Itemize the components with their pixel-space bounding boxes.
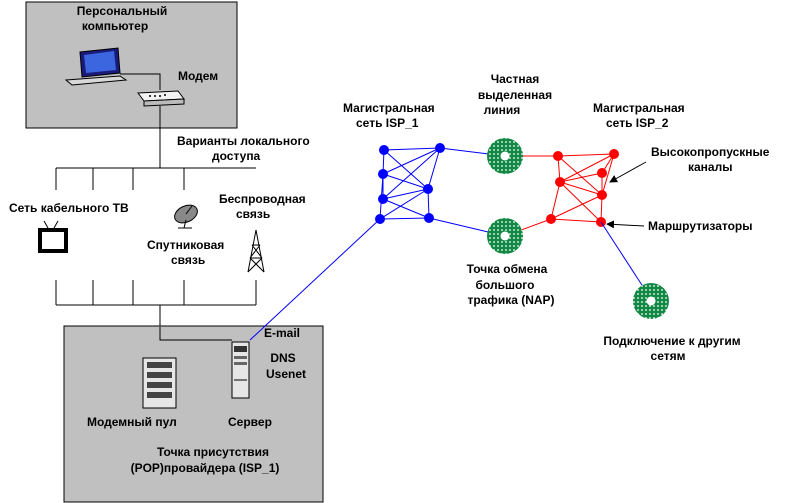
cable-tv-label: Сеть кабельного ТВ <box>9 201 129 215</box>
pop-service-dns: DNS <box>270 351 295 365</box>
other-networks-label-line2: сетям <box>651 349 686 363</box>
local-access-title-line1: Варианты локального <box>177 134 310 148</box>
pc-modem-cable <box>120 73 161 90</box>
tv-icon <box>38 220 68 253</box>
satellite-label-line1: Спутниковая <box>147 238 224 252</box>
pop-service-email: E-mail <box>264 326 300 340</box>
isp1-links <box>379 147 506 237</box>
satellite-dish-icon <box>174 204 198 229</box>
modem-pool-label: Модемный пул <box>87 415 177 429</box>
nap-label-line1: Точка обмена <box>467 262 548 276</box>
radio-tower-icon <box>247 229 265 273</box>
routers-arrow <box>606 220 645 229</box>
isp2-label-line2: сеть ISP_2 <box>606 116 669 130</box>
private-line-ring-icon <box>487 138 523 174</box>
routers-label: Маршрутизаторы <box>648 219 753 233</box>
isp1-nodes <box>375 143 445 224</box>
nap-label-line2: большого <box>476 278 535 292</box>
private-line-label-line1: Частная <box>491 72 540 86</box>
wireless-label-line2: связь <box>236 207 270 221</box>
high-bandwidth-label-line2: каналы <box>688 160 732 174</box>
wireless-label-line1: Беспроводная <box>219 192 306 206</box>
bus-drops <box>55 168 257 305</box>
pop-title-line2: (POP)провайдера (ISP_1) <box>131 461 280 475</box>
pop-to-isp1-link <box>249 218 381 341</box>
local-access-title-line2: доступа <box>212 149 261 163</box>
pop-box <box>63 325 324 503</box>
satellite-label-line2: связь <box>171 253 205 267</box>
nap-label-line3: трафика (NAP) <box>467 293 554 307</box>
server-label: Сервер <box>228 415 272 429</box>
pop-service-usenet: Usenet <box>266 367 306 381</box>
modem-label: Модем <box>178 69 218 83</box>
high-bandwidth-arrow <box>609 161 647 183</box>
pc-box-title-line1: Персональный <box>77 4 167 18</box>
laptop-icon <box>64 47 128 86</box>
nap-ring-icon <box>487 218 523 254</box>
pop-internal-link <box>159 327 232 341</box>
isp1-label-line1: Магистральная <box>343 101 435 115</box>
private-line-label-line2: выделенная <box>478 88 552 102</box>
pc-box <box>25 1 238 129</box>
isp2-nodes <box>546 149 619 227</box>
pop-title-line1: Точка присутствия <box>157 445 269 459</box>
other-networks-ring-icon <box>633 283 669 319</box>
pc-box-title-line2: компьютер <box>82 19 148 33</box>
server-icon <box>231 341 250 399</box>
modem-pool-icon <box>142 357 177 409</box>
modem-icon <box>137 90 185 107</box>
private-line-label-line3: линия <box>484 103 521 117</box>
isp1-label-line2: сеть ISP_1 <box>356 116 419 130</box>
isp2-label-line1: Магистральная <box>593 101 685 115</box>
other-networks-label-line1: Подключение к другим <box>603 334 740 348</box>
high-bandwidth-label-line1: Высокопропускные <box>651 145 770 159</box>
